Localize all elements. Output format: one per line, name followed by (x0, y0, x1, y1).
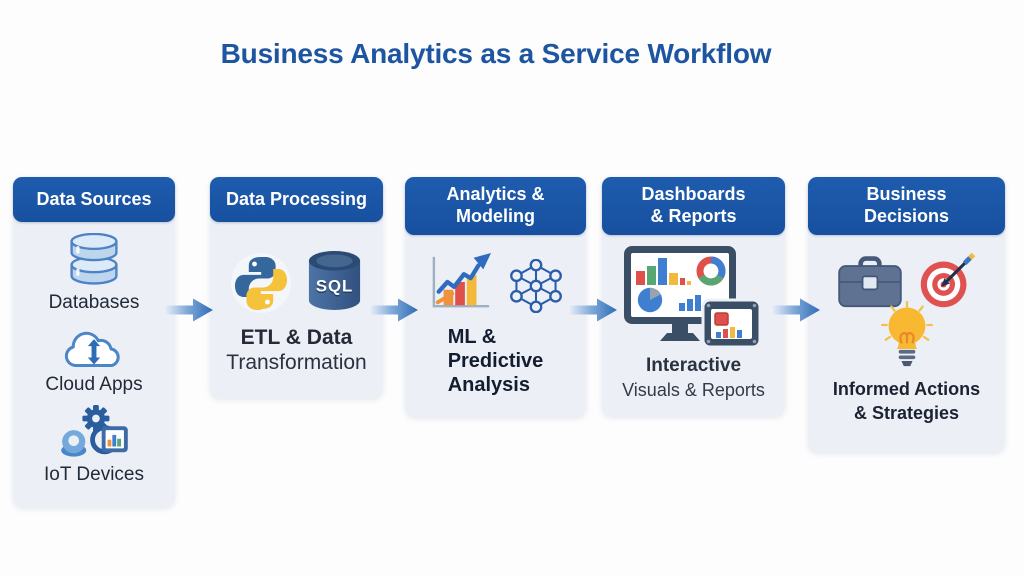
stage-analytics-modeling: Analytics & Modeling (405, 177, 586, 417)
flow-arrow-1 (166, 298, 213, 322)
iot-devices-icon (56, 404, 132, 460)
stage-business-decisions: Business Decisions (808, 177, 1005, 452)
stage-header-text: Data Processing (225, 188, 368, 209)
stage-header-data-sources: Data Sources (13, 177, 175, 222)
item-label-databases: Databases (48, 292, 140, 313)
stage-data-processing: Data Processing (210, 177, 383, 398)
caption-line: ETL & Data (240, 326, 353, 349)
python-icon (229, 251, 293, 315)
sql-badge-text: SQL (315, 276, 352, 295)
caption-line: Interactive (645, 355, 742, 376)
sql-icon: SQL SQL (304, 248, 365, 315)
flow-arrow-3 (570, 298, 617, 322)
target-icon (919, 251, 977, 309)
growth-chart-icon (427, 251, 495, 313)
stage-data-sources: Data Sources Databases (13, 177, 175, 507)
stage-header-text: & Reports (650, 206, 737, 226)
stage-header-text: Modeling (456, 206, 535, 226)
caption-line: Informed Actions (832, 379, 981, 399)
sql-badge-shadow: SQL (315, 278, 352, 297)
stage-header-data-processing: Data Processing (210, 177, 383, 222)
briefcase-icon (836, 253, 904, 309)
stage-header-business-decisions: Business Decisions (808, 177, 1005, 235)
caption-line: & Strategies (853, 403, 960, 424)
neural-network-icon (508, 259, 564, 313)
cloud-apps-icon (61, 324, 127, 373)
caption-line: Predictive (447, 350, 544, 372)
stage-header-text: Decisions (863, 206, 950, 226)
stage-header-analytics-modeling: Analytics & Modeling (405, 177, 586, 235)
tablet-report-icon (701, 298, 761, 349)
stage-dashboards-reports: Dashboards & Reports (602, 177, 785, 416)
dashboard-monitor-icon (623, 245, 765, 350)
caption-line: Transformation (226, 351, 367, 375)
stage-header-text: Analytics & (446, 184, 545, 205)
item-label-iot-devices: IoT Devices (44, 464, 144, 485)
stage-header-text: Business (866, 184, 947, 205)
caption-line: Visuals & Reports (622, 379, 765, 400)
databases-icon (64, 233, 124, 289)
lightbulb-icon (879, 301, 935, 373)
stage-header-text: Data Sources (36, 188, 152, 209)
stage-header-text: Dashboards (641, 184, 746, 205)
flow-arrow-2 (371, 298, 418, 322)
page-title: Business Analytics as a Service Workflow (220, 38, 772, 69)
caption-line: Analysis (447, 374, 530, 396)
stage-header-dashboards-reports: Dashboards & Reports (602, 177, 785, 235)
flow-arrow-4 (773, 298, 820, 322)
caption-line: ML & (447, 326, 497, 348)
item-label-cloud-apps: Cloud Apps (45, 374, 143, 395)
